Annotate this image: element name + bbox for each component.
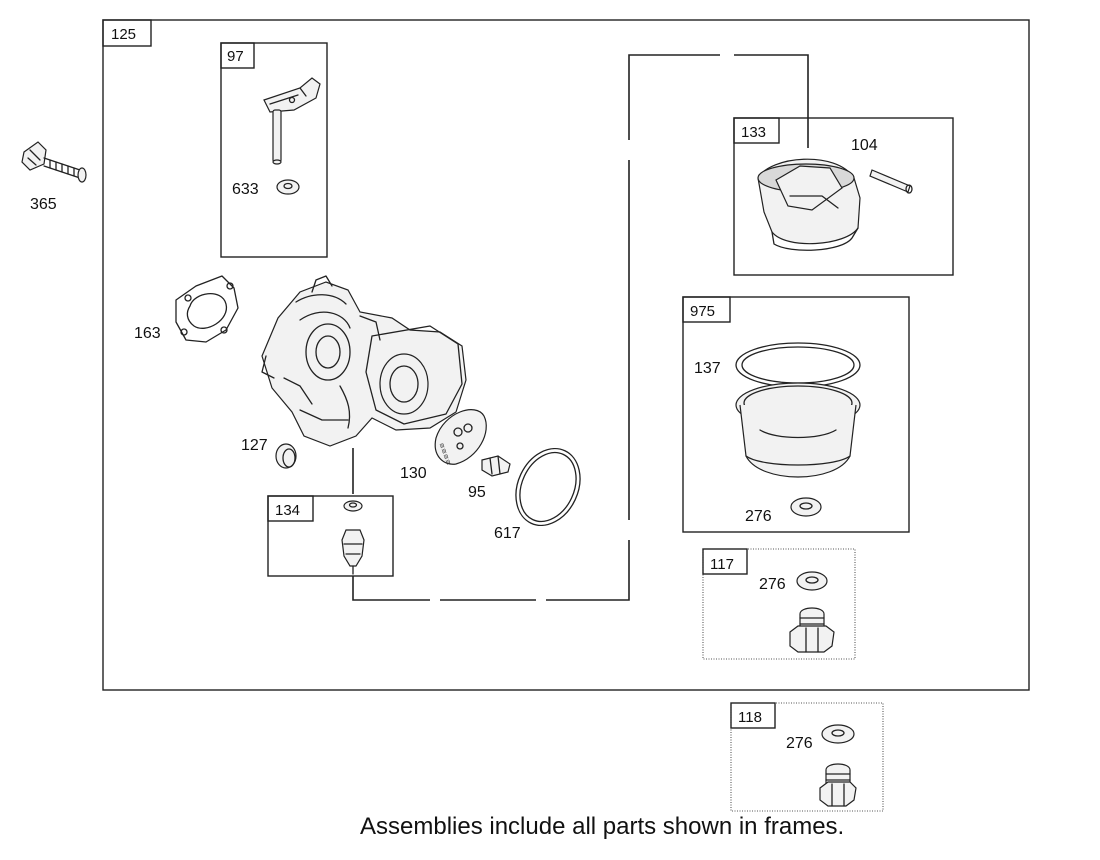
connector-line	[352, 54, 809, 601]
frame-134-border	[267, 495, 394, 577]
washer-276-b	[796, 571, 828, 591]
part-label-163: 163	[134, 325, 161, 342]
gasket-163	[175, 275, 239, 343]
part-label-137: 137	[694, 360, 721, 377]
frame-133-tag: 133	[741, 124, 766, 141]
frame-133-tag-box	[733, 117, 780, 144]
frame-975: 975 137 276	[682, 296, 910, 533]
frame-97-border	[220, 42, 328, 258]
frame-134-tag-box	[267, 495, 314, 522]
frame-118: 118 276	[730, 702, 884, 812]
frame-117-border	[702, 548, 856, 660]
part-label-95: 95	[468, 484, 486, 501]
frame-975-border	[682, 296, 910, 533]
jet-95	[481, 455, 511, 477]
carburetor-body	[261, 275, 467, 447]
part-label-276-b: 276	[759, 576, 786, 593]
plate-130: ≋≋≋≋	[434, 409, 487, 466]
part-label-127: 127	[241, 437, 268, 454]
frame-97: 97 633	[220, 42, 328, 258]
frame-975-tag: 975	[690, 303, 715, 320]
frame-125-border	[102, 19, 1030, 691]
throttle-shaft-part	[263, 77, 321, 165]
part-label-365: 365	[30, 196, 57, 213]
frame-97-tag: 97	[227, 48, 244, 65]
frame-125-tag-box	[102, 19, 152, 47]
washer-276-c	[821, 724, 855, 744]
frame-117: 117 276	[702, 548, 856, 660]
part-label-276-a: 276	[745, 508, 772, 525]
frame-117-tag: 117	[710, 556, 734, 573]
frame-118-border	[730, 702, 884, 812]
frame-118-tag: 118	[738, 709, 762, 726]
frame-117-tag-box	[702, 548, 748, 575]
part-label-633: 633	[232, 181, 259, 198]
footer-note: Assemblies include all parts shown in fr…	[360, 813, 844, 840]
part-label-276-c: 276	[786, 735, 813, 752]
bolt-365	[21, 141, 87, 183]
washer-633	[276, 179, 300, 195]
frame-134-tag: 134	[275, 502, 300, 519]
float-part	[757, 158, 861, 251]
part-label-104: 104	[851, 137, 878, 154]
drain-screw-part	[819, 763, 857, 807]
frame-133: 133 104	[733, 117, 954, 276]
washer-276-a	[790, 497, 822, 517]
part-label-617: 617	[494, 525, 521, 542]
frame-125: 125	[102, 19, 1030, 691]
frame-975-tag-box	[682, 296, 731, 323]
frame-118-tag-box	[730, 702, 776, 729]
float-bowl-part	[735, 342, 861, 478]
part-label-130: 130	[400, 465, 427, 482]
inlet-needle-part	[341, 500, 365, 575]
frame-133-border	[733, 117, 954, 276]
frame-134: 134	[267, 495, 394, 577]
bowl-nut-part	[789, 607, 835, 653]
float-pin-104	[869, 169, 913, 194]
frame-125-tag: 125	[111, 26, 136, 43]
oring-617	[515, 447, 581, 527]
plug-127	[275, 443, 297, 469]
frame-97-tag-box	[220, 42, 255, 69]
